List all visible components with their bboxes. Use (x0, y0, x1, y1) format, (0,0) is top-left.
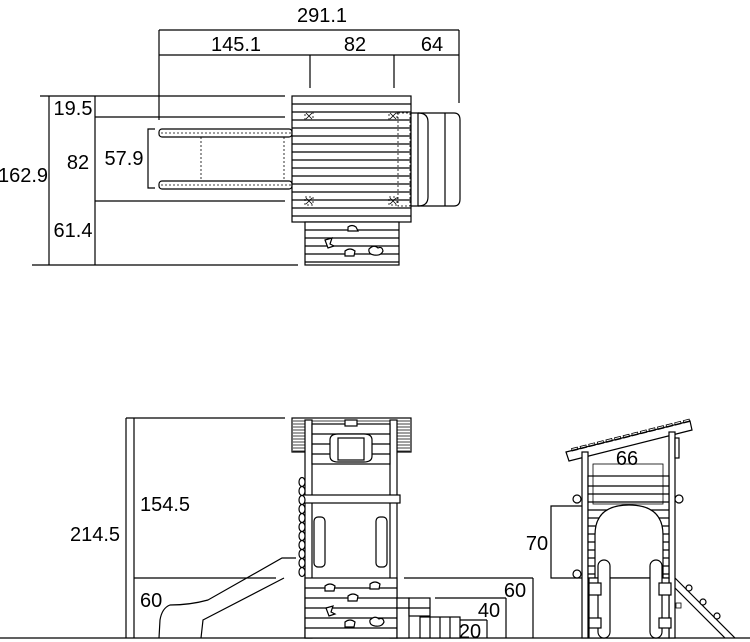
roof-shingle (648, 427, 656, 433)
stair-top-view (304, 221, 400, 266)
step-height-2-label: 40 (478, 600, 500, 622)
slide-width-label: 57.9 (105, 148, 144, 170)
step-height-1-label: 60 (504, 580, 526, 602)
door-width-label: 66 (616, 448, 638, 470)
roof-shingle (682, 418, 691, 424)
roof-shingle (571, 446, 579, 452)
animal-decoration (324, 237, 336, 249)
climbing-knob (298, 530, 306, 542)
animal-decoration (347, 224, 359, 232)
climbing-knob (298, 503, 306, 515)
animal-decoration (325, 605, 337, 617)
overall-length-label: 291.1 (297, 5, 347, 27)
post-marker (304, 111, 398, 206)
deck-width-label: 82 (344, 34, 366, 56)
platform-top-view (410, 112, 461, 207)
deck-top-view (291, 95, 412, 223)
climbing-knob (298, 566, 306, 578)
overall-depth-label: 162.9 (0, 165, 48, 187)
top-dimension-lines (158, 29, 460, 120)
slide-front-view (158, 557, 296, 639)
animal-decoration (344, 619, 356, 628)
front-dimension-lines (125, 417, 534, 638)
climbing-knob (298, 485, 306, 497)
roof-shingle (614, 435, 622, 441)
side-view: 66 70 (526, 418, 736, 639)
total-height-label: 214.5 (70, 524, 120, 546)
deck-depth-label: 82 (67, 152, 89, 174)
front-view: 154.5 214.5 60 60 40 20 (0, 417, 750, 642)
roof-shingle (657, 425, 665, 430)
step-height-3-label: 20 (459, 621, 481, 642)
animal-decoration (324, 583, 336, 592)
slide-top-view (158, 128, 293, 190)
climbing-knob (298, 521, 306, 533)
steps-front-view (396, 597, 461, 639)
roof-shingle (665, 422, 674, 428)
top-view: 291.1 145.1 82 64 19.5 82 162.9 57.9 61.… (0, 5, 461, 266)
animal-decoration (368, 245, 384, 256)
stair-depth-label: 61.4 (54, 220, 93, 242)
roof-shingle (605, 438, 613, 443)
roof-shingle (596, 440, 605, 446)
roof-shingle (588, 442, 596, 448)
ladder-side (674, 577, 736, 639)
handle (375, 516, 388, 568)
platform-width-label: 64 (421, 34, 443, 56)
animal-decoration (344, 248, 356, 257)
climbing-knob (298, 557, 306, 569)
roof-shingle (639, 429, 648, 435)
tower-height-label: 154.5 (140, 494, 190, 516)
animal-decoration (347, 593, 359, 602)
front-gap-label: 19.5 (54, 98, 93, 120)
climbing-knob (298, 476, 306, 488)
slide-length-label: 145.1 (211, 34, 261, 56)
climbing-knob (298, 548, 306, 560)
climbing-knob (298, 512, 306, 524)
animal-decoration (369, 616, 385, 627)
deck-height-label: 60 (140, 590, 162, 612)
left-dimension-lines (32, 95, 298, 266)
animal-decoration (369, 581, 381, 590)
roof-shingle (622, 433, 631, 439)
roof-shingle (579, 444, 588, 450)
climbing-knob (298, 494, 306, 506)
roof-shingle (631, 431, 639, 437)
handle (313, 516, 326, 568)
roof-side (565, 420, 693, 462)
door-height-label: 70 (526, 533, 548, 555)
tower-front-view (291, 417, 412, 639)
climbing-knob (298, 539, 306, 551)
window (337, 437, 365, 461)
door-arch (594, 504, 664, 579)
roof-shingle (674, 420, 682, 426)
